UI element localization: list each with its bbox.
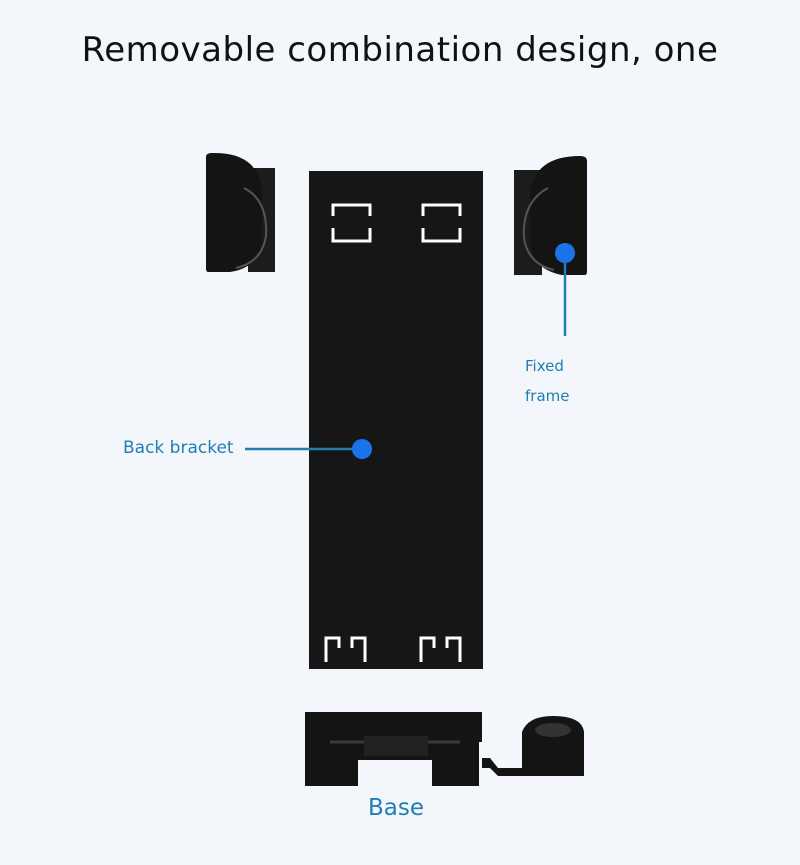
fixed-frame-label-line1: Fixed <box>525 357 564 375</box>
left-fixed-frame <box>206 152 275 272</box>
back-bracket <box>309 171 483 669</box>
back-bracket-label: Back bracket <box>123 438 234 458</box>
fixed-frame-label-line2: frame <box>525 387 570 405</box>
base-label: Base <box>368 795 425 821</box>
back-bracket-marker <box>352 439 372 459</box>
base <box>305 712 584 786</box>
fixed-frame-callout <box>555 243 575 336</box>
fixed-frame-marker <box>555 243 575 263</box>
back-bracket-callout <box>245 439 372 459</box>
right-fixed-frame <box>514 156 587 275</box>
page-title: Removable combination design, one <box>81 30 719 70</box>
